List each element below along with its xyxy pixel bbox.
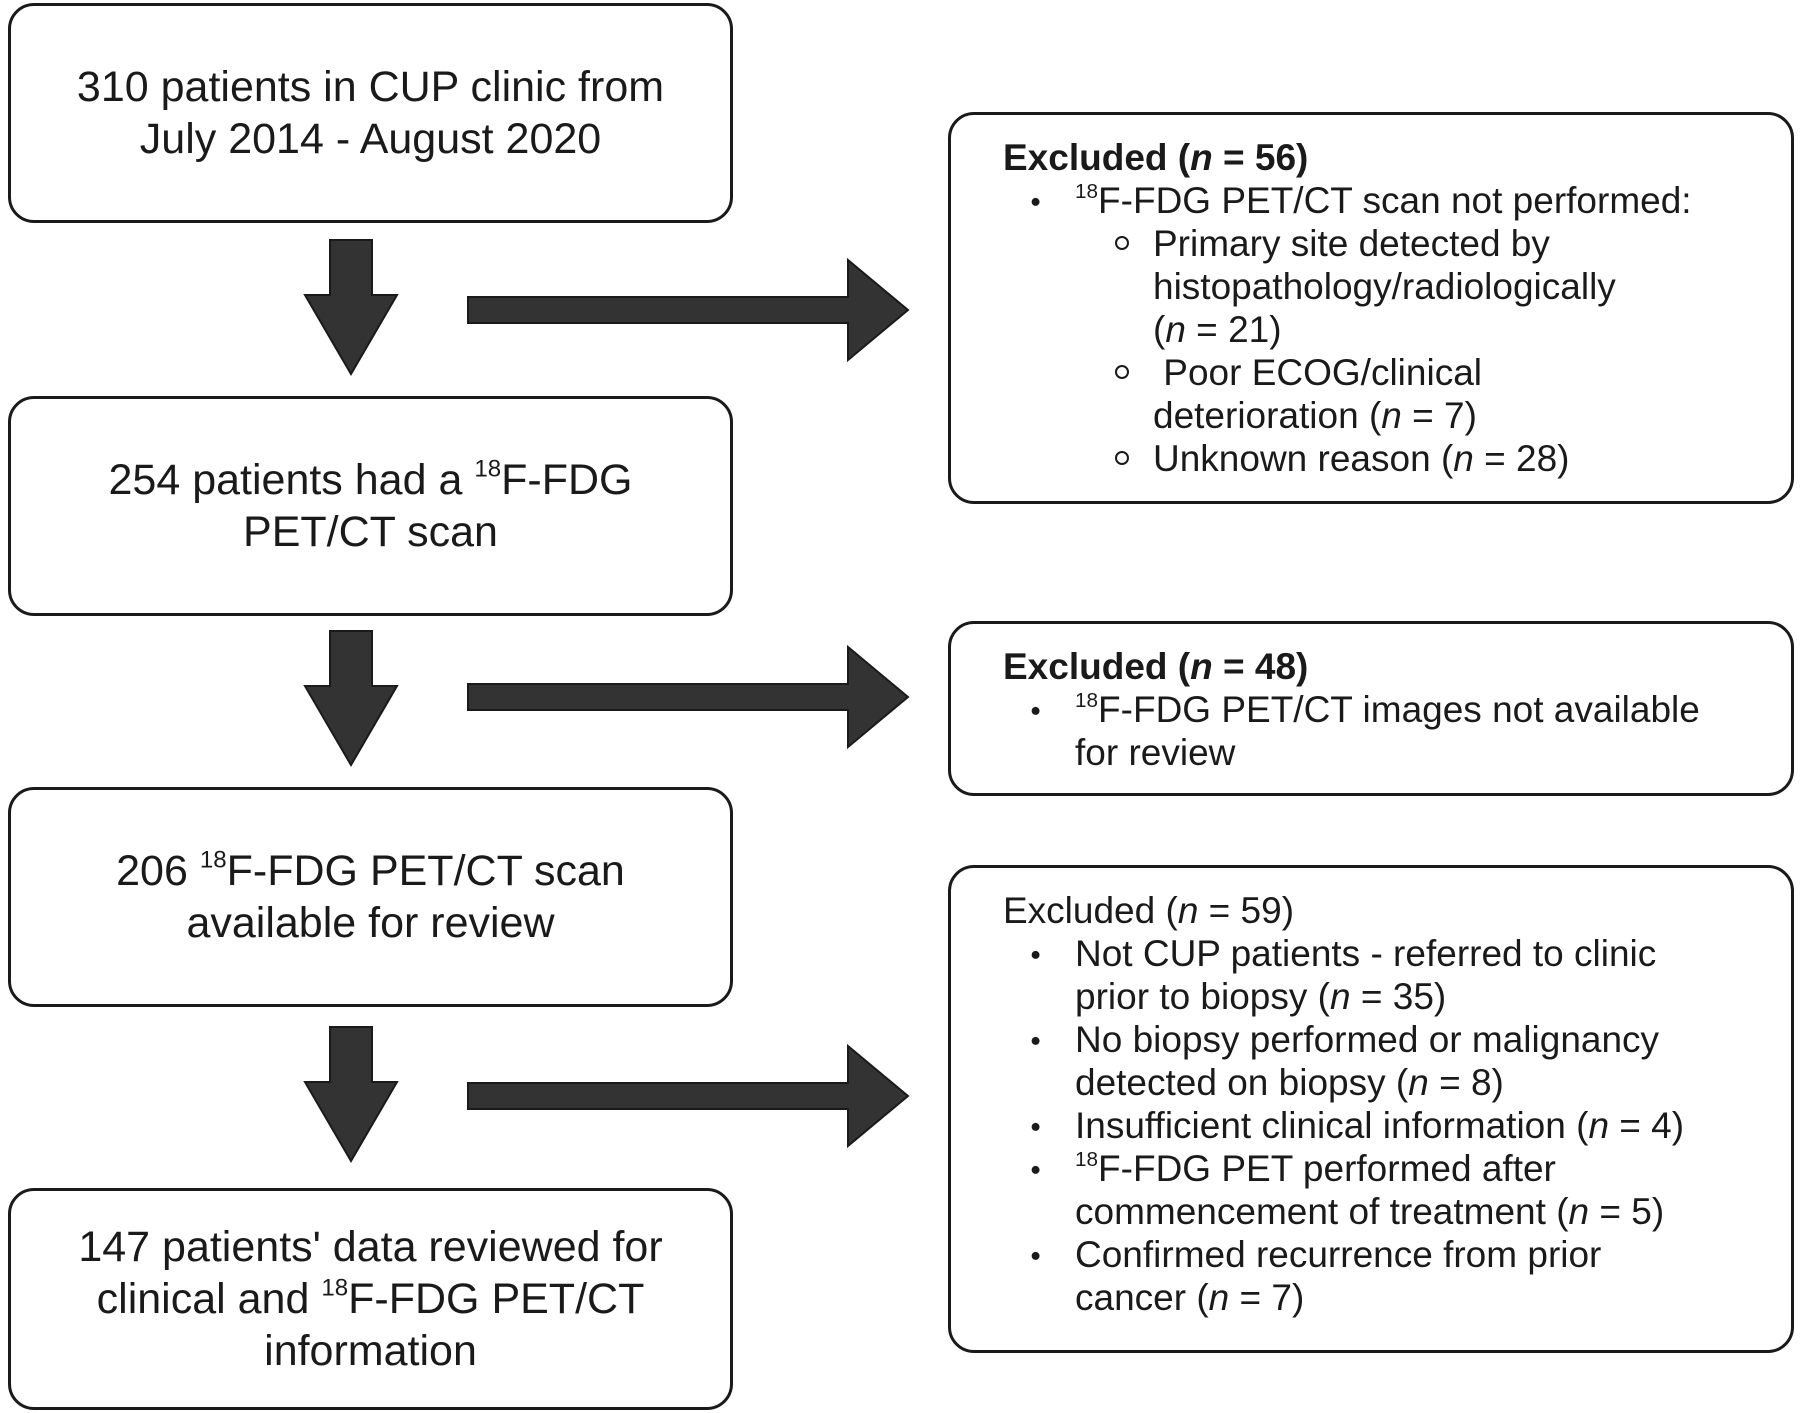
exclusion-sub-bullet-continued: histopathology/radiologically — [1153, 266, 1616, 307]
exclusion-sub-bullet-continued: (n = 21) — [1153, 309, 1282, 350]
flow-box-line: 310 patients in CUP clinic from — [76, 63, 665, 111]
exclusion-bullet-continued: cancer (n = 7) — [1075, 1277, 1305, 1318]
exclusion-sub-bullet-continued: deterioration (n = 7) — [1153, 395, 1477, 436]
exclusion-bullet-continued: commencement of treatment (n = 5) — [1075, 1191, 1665, 1232]
flow-box-line: 147 patients' data reviewed for — [78, 1223, 663, 1271]
exclusion-bullet: No biopsy performed or malignancy — [1003, 1018, 1771, 1061]
down-arrow-2 — [303, 630, 399, 767]
exclusion-bullet: Insufficient clinical information (n = 4… — [1003, 1104, 1771, 1147]
exclusion-bullet: 18F-FDG PET performed after — [1003, 1147, 1771, 1190]
right-arrow-2 — [467, 644, 910, 750]
flow-box-data-reviewed: 147 patients' data reviewed for clinical… — [8, 1188, 733, 1410]
flow-box-line: PET/CT scan — [243, 508, 498, 556]
exclusion-bullet: Confirmed recurrence from prior — [1003, 1233, 1771, 1276]
exclusion-box-48: Excluded (n = 48) 18F-FDG PET/CT images … — [948, 621, 1794, 796]
exclusion-box-59: Excluded (n = 59) Not CUP patients - ref… — [948, 865, 1794, 1353]
exclusion-bullet-continued: detected on biopsy (n = 8) — [1075, 1062, 1504, 1103]
exclusion-title: Excluded (n = 56) — [1003, 137, 1309, 178]
exclusion-sub-bullet: Poor ECOG/clinical — [1003, 351, 1771, 394]
exclusion-title: Excluded (n = 48) — [1003, 646, 1309, 687]
flow-box-scans-available: 206 18F-FDG PET/CT scan available for re… — [8, 787, 733, 1007]
exclusion-bullet: Not CUP patients - referred to clinic — [1003, 932, 1771, 975]
flow-box-line: information — [264, 1327, 477, 1375]
flow-box-line: available for review — [186, 899, 555, 947]
exclusion-bullet-continued: for review — [1075, 732, 1236, 773]
down-arrow-3 — [303, 1026, 399, 1163]
flow-box-pet-scan: 254 patients had a 18F-FDG PET/CT scan — [8, 396, 733, 616]
flow-box-line: clinical and 18F-FDG PET/CT — [96, 1274, 645, 1323]
exclusion-bullet: 18F-FDG PET/CT scan not performed: — [1003, 179, 1771, 222]
exclusion-bullet-continued: prior to biopsy (n = 35) — [1075, 976, 1447, 1017]
flow-box-line: July 2014 - August 2020 — [139, 115, 602, 163]
right-arrow-1 — [467, 257, 910, 363]
exclusion-sub-bullet: Unknown reason (n = 28) — [1003, 437, 1771, 480]
flow-box-line: 206 18F-FDG PET/CT scan — [116, 846, 625, 895]
exclusion-bullet: 18F-FDG PET/CT images not available — [1003, 688, 1771, 731]
exclusion-title: Excluded (n = 59) — [1003, 890, 1295, 931]
exclusion-sub-bullet: Primary site detected by — [1003, 222, 1771, 265]
flow-box-clinic-patients: 310 patients in CUP clinic from July 201… — [8, 3, 733, 223]
down-arrow-1 — [303, 239, 399, 376]
exclusion-box-56: Excluded (n = 56) 18F-FDG PET/CT scan no… — [948, 112, 1794, 504]
flow-box-line: 254 patients had a 18F-FDG — [108, 455, 633, 504]
right-arrow-3 — [467, 1043, 910, 1149]
